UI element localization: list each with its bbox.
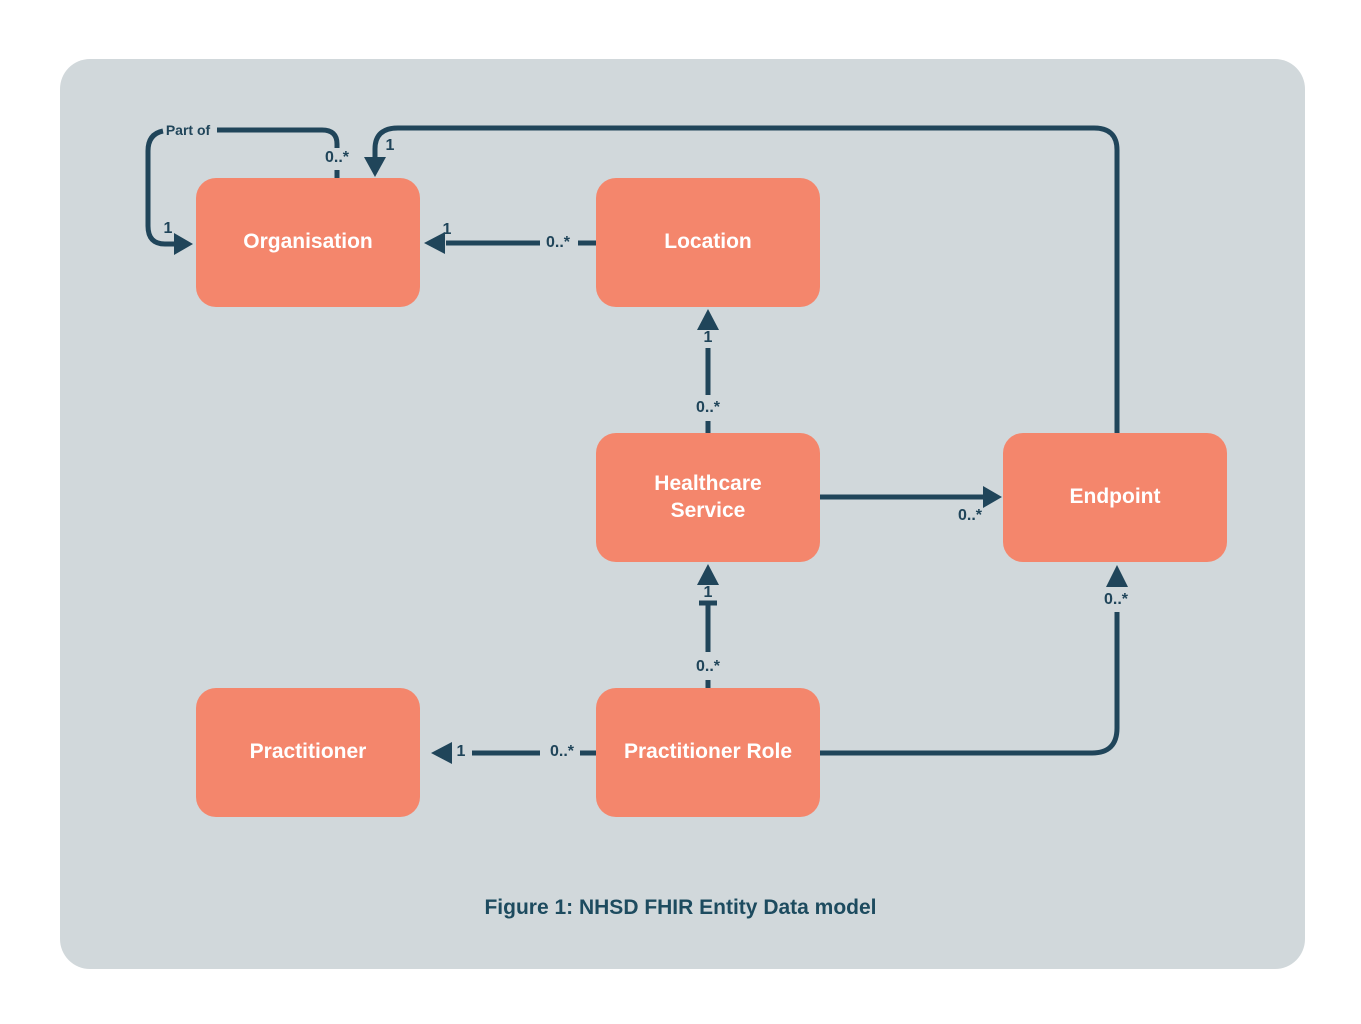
entity-organisation: Organisation (196, 178, 420, 307)
cardinality-healthcare-service-endpoint-source: 0..* (957, 507, 983, 524)
entity-healthcare-service: Healthcare Service (596, 433, 820, 562)
entity-practitioner-role: Practitioner Role (596, 688, 820, 817)
entity-endpoint: Endpoint (1003, 433, 1227, 562)
entity-organisation-label: Organisation (243, 230, 373, 254)
cardinality-practitioner-role-endpoint-source: 0..* (1103, 591, 1129, 608)
cardinality-healthcare-service-location-source: 0..* (695, 399, 721, 416)
cardinality-organisation-self-target: 1 (163, 220, 173, 237)
cardinality-practitioner-role-practitioner-target: 1 (456, 743, 466, 760)
entity-endpoint-label: Endpoint (1069, 485, 1161, 509)
entity-practitioner-label: Practitioner (249, 740, 367, 764)
cardinality-practitioner-role-healthcare-service-source: 0..* (695, 658, 721, 675)
entity-healthcare-service-label: Healthcare Service (654, 472, 762, 522)
cardinality-practitioner-role-practitioner-source: 0..* (549, 743, 575, 760)
figure-caption: Figure 1: NHSD FHIR Entity Data model (484, 896, 877, 919)
cardinality-endpoint-organisation-target: 1 (385, 137, 395, 154)
part-of-relationship-label: Part of (165, 122, 211, 138)
entity-location-label: Location (664, 230, 752, 254)
cardinality-healthcare-service-location-target: 1 (703, 329, 713, 346)
entity-practitioner: Practitioner (196, 688, 420, 817)
cardinality-organisation-self-source: 0..* (324, 149, 350, 166)
cardinality-location-organisation-target: 1 (442, 221, 452, 238)
entity-practitioner-role-label: Practitioner Role (623, 740, 793, 764)
cardinality-practitioner-role-healthcare-service-target: 1 (703, 584, 713, 601)
entity-location: Location (596, 178, 820, 307)
cardinality-location-organisation-source: 0..* (545, 234, 571, 251)
